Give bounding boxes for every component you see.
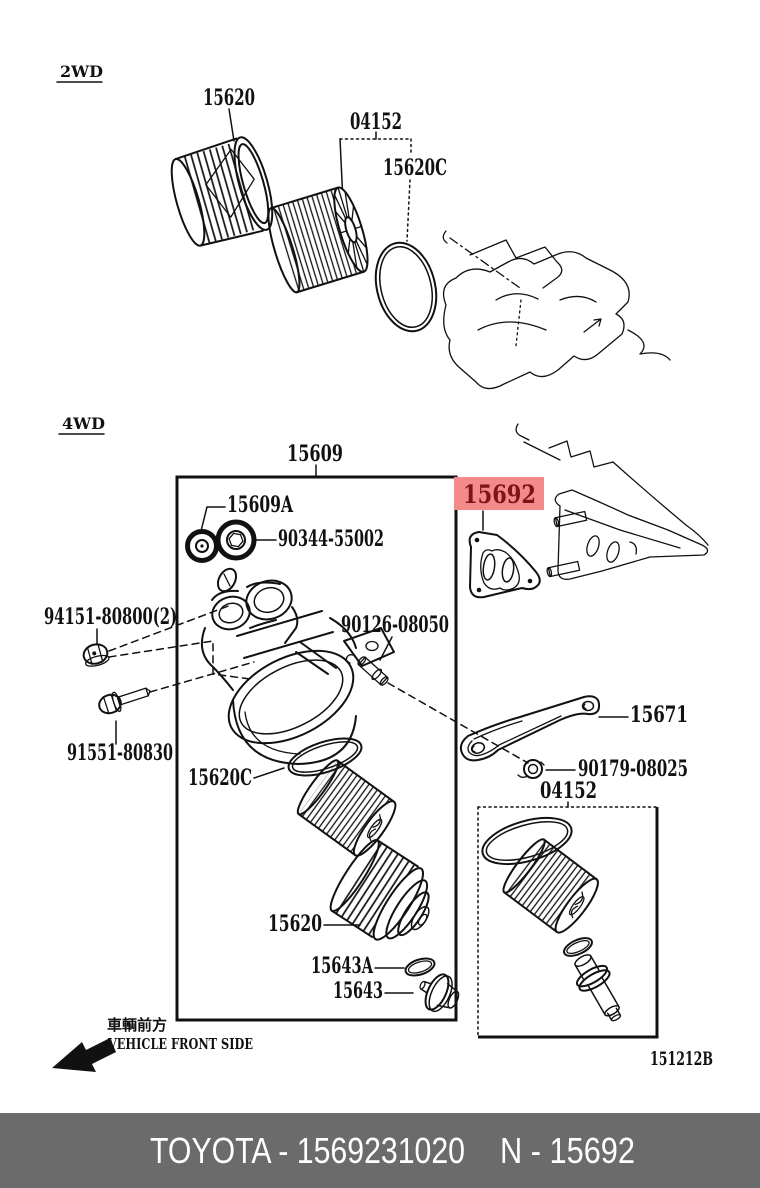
drain-plug-drawing	[419, 973, 460, 1013]
label-oring-4wd: 15620C	[188, 765, 252, 791]
filter-bracket-drawing	[200, 567, 395, 765]
filter-cap-4wd-drawing	[329, 839, 430, 941]
label-plug: 90344-55002	[278, 526, 384, 552]
pipe-nut-drawing	[517, 759, 545, 779]
label-2wd-oring: 15620C	[383, 155, 447, 181]
leader-2wd-oring	[406, 179, 411, 242]
label-cap-4wd: 15620	[268, 911, 322, 937]
dashed-bolt	[149, 661, 255, 693]
dashed-stud-to-nut	[387, 682, 529, 764]
section-heading-4wd: 4WD	[62, 414, 105, 433]
kit-plug-tool-drawing	[574, 954, 622, 1022]
label-bolt: 91551-80830	[67, 740, 173, 766]
label-kit-4wd: 04152	[540, 778, 597, 804]
dashed-nut2-b	[108, 640, 251, 680]
label-pipe-nut: 90179-08025	[578, 756, 688, 782]
label-drain-plug: 15643	[333, 978, 383, 1004]
label-oring-small: 15643A	[311, 953, 374, 979]
footer-catalog-number: TOYOTA - 1569231020	[150, 1130, 465, 1171]
footer-bar: TOYOTA - 1569231020 N - 15692	[0, 1113, 760, 1188]
engine-bracket-sketch	[515, 423, 709, 580]
vehicle-front-en: VEHICLE FRONT SIDE	[107, 1035, 253, 1053]
section-2wd: 2WD 15620 04152 15620C	[56, 62, 671, 390]
highlight-box-15692	[454, 477, 544, 510]
label-2wd-kit: 04152	[350, 109, 402, 135]
gasket-drawing	[468, 531, 541, 599]
dashed-nut2-a	[108, 604, 232, 652]
vehicle-front-jp: 車輌前方	[107, 1016, 167, 1034]
figure-code: 151212B	[650, 1048, 713, 1070]
label-nut2: 94151-80800(2)	[44, 604, 177, 630]
oring-small-drawing	[404, 957, 436, 977]
filter-cap-2wd-drawing	[170, 136, 274, 247]
filter-element-4wd-drawing	[296, 759, 397, 857]
footer-part-number: N - 15692	[500, 1130, 635, 1171]
leader-union	[200, 506, 226, 532]
oring-4wd-drawing	[287, 737, 363, 777]
front-direction-arrow-icon	[52, 1038, 116, 1072]
oring-2wd-drawing	[374, 241, 438, 333]
engine-sketch-2wd	[442, 230, 671, 390]
front-side-note: 車輌前方 VEHICLE FRONT SIDE	[52, 1016, 253, 1072]
footer-background	[0, 1113, 760, 1188]
section-4wd: 4WD 15609 15609A 90344-55002 94151-80800…	[44, 414, 709, 1039]
stud-drawing	[357, 656, 389, 686]
union-nut-drawing	[185, 529, 219, 563]
kit-element-drawing	[502, 838, 599, 934]
filter-element-2wd-drawing	[267, 186, 369, 294]
leader-2wd-cap	[228, 108, 235, 142]
label-2wd-filter-cap: 15620	[203, 85, 255, 111]
kit-box	[477, 806, 659, 1039]
section-heading-2wd: 2WD	[60, 62, 103, 81]
label-stud: 90126-08050	[341, 612, 449, 638]
kit-oring-small-drawing	[563, 937, 593, 957]
bolt-drawing	[98, 687, 151, 715]
plug-drawing	[215, 519, 257, 561]
label-union: 15609A	[227, 492, 294, 518]
label-pipe: 15671	[630, 702, 688, 728]
label-bracket-assy: 15609	[287, 441, 343, 467]
label-gasket-highlighted: 15692	[463, 480, 536, 509]
nut2-drawing	[82, 643, 110, 667]
leader-oring-4wd	[253, 767, 285, 779]
pipe-arm-drawing	[459, 695, 601, 762]
